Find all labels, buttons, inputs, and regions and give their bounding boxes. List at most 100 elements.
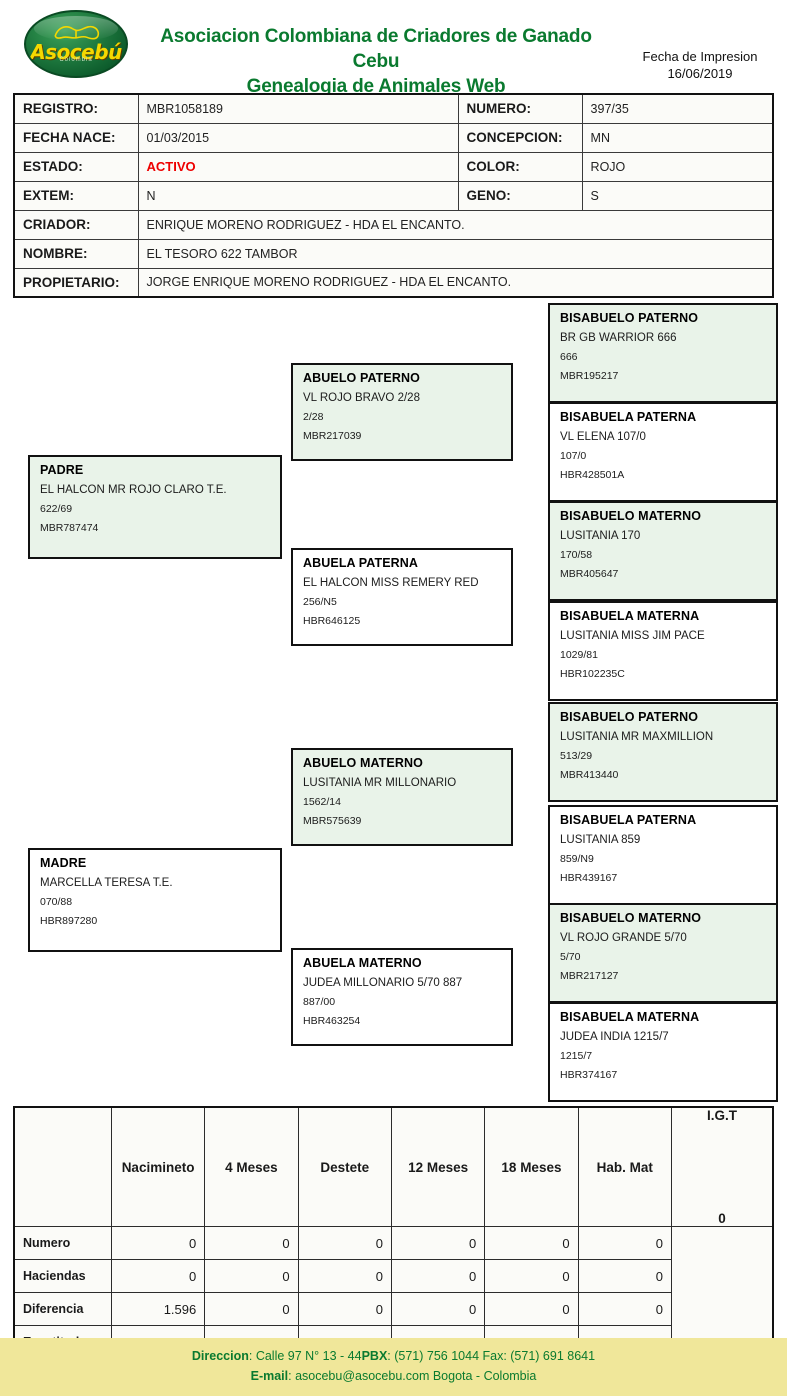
pedigree-registry: MBR405647 — [560, 568, 619, 580]
table-row: Diferencia 1.596 0 0 0 0 0 — [13, 1292, 773, 1326]
pedigree-title: BISABUELO MATERNO — [560, 911, 702, 925]
pedigree-registry: HBR102235C — [560, 668, 625, 680]
fecha-nace-value: 01/03/2015 — [137, 122, 459, 153]
title-line-2: Genealogia de Animales Web — [246, 76, 506, 97]
stats-cell: 0 — [390, 1259, 486, 1293]
pedigree-name: MARCELLA TERESA T.E. — [40, 877, 173, 889]
pedigree-registry: HBR428501A — [560, 469, 625, 481]
pedigree-registry: HBR646125 — [303, 615, 361, 627]
pedigree-name: EL HALCON MR ROJO CLARO T.E. — [40, 484, 227, 496]
concepcion-label: CONCEPCION: — [457, 122, 583, 153]
pedigree-box-bisabuelo-2: BISABUELA PATERNA VL ELENA 107/0 107/0 H… — [548, 402, 778, 502]
table-row: ESTADO: ACTIVO COLOR: ROJO — [13, 151, 774, 182]
stats-cell: 0 — [297, 1259, 392, 1293]
pedigree-registry: MBR575639 — [303, 815, 362, 827]
pedigree-registry: MBR217039 — [303, 430, 362, 442]
pedigree-number: 666 — [560, 351, 578, 363]
criador-value: ENRIQUE MORENO RODRIGUEZ - HDA EL ENCANT… — [137, 209, 774, 240]
pedigree-box-bisabuelo-3: BISABUELO MATERNO LUSITANIA 170 170/58 M… — [548, 501, 778, 601]
stats-cell: 0 — [110, 1226, 206, 1260]
registro-label: REGISTRO: — [13, 93, 139, 124]
numero-label: NUMERO: — [457, 93, 583, 124]
pedigree-number: 859/N9 — [560, 853, 594, 865]
stats-col-0 — [13, 1106, 112, 1227]
pedigree-title: BISABUELO MATERNO — [560, 509, 702, 523]
pedigree-title: MADRE — [40, 856, 87, 870]
igt-value: 0 — [718, 1211, 726, 1226]
pedigree-name: JUDEA INDIA 1215/7 — [560, 1031, 669, 1043]
pedigree-title: BISABUELA PATERNA — [560, 410, 697, 424]
stats-col-nacimiento: Nacimineto — [110, 1106, 206, 1227]
stats-row-label: Numero — [13, 1226, 112, 1260]
pedigree-box-bisabuelo-6: BISABUELA PATERNA LUSITANIA 859 859/N9 H… — [548, 805, 778, 905]
pedigree-name: LUSITANIA MR MILLONARIO — [303, 777, 457, 789]
propietario-value: JORGE ENRIQUE MORENO RODRIGUEZ - HDA EL … — [137, 267, 774, 298]
table-row: Haciendas 0 0 0 0 0 0 — [13, 1259, 773, 1293]
table-header-row: Nacimineto 4 Meses Destete 12 Meses 18 M… — [13, 1106, 774, 1227]
table-row: REGISTRO: MBR1058189 NUMERO: 397/35 — [13, 93, 774, 124]
stats-cell: 0 — [577, 1259, 672, 1293]
page-footer: Direccion: Calle 97 N° 13 - 44PBX: (571)… — [0, 1338, 787, 1396]
nombre-label: NOMBRE: — [13, 238, 139, 269]
page-header: Asocebú Colombia Asociacion Colombiana d… — [0, 0, 787, 97]
pedigree-registry: HBR463254 — [303, 1015, 361, 1027]
stats-col-12meses: 12 Meses — [390, 1106, 486, 1227]
pedigree-number: 107/0 — [560, 450, 587, 462]
pedigree-box-padre: PADRE EL HALCON MR ROJO CLARO T.E. 622/6… — [28, 455, 282, 559]
pedigree-number: 887/00 — [303, 996, 336, 1008]
stats-cell: 0 — [110, 1259, 206, 1293]
pedigree-box-bisabuelo-7: BISABUELO MATERNO VL ROJO GRANDE 5/70 5/… — [548, 903, 778, 1003]
stats-cell: 0 — [204, 1259, 299, 1293]
fecha-nace-label: FECHA NACE: — [13, 122, 139, 153]
stats-cell: 0 — [577, 1292, 672, 1326]
pedigree-name: JUDEA MILLONARIO 5/70 887 — [303, 977, 463, 989]
pedigree-name: VL ROJO BRAVO 2/28 — [303, 392, 420, 404]
table-row: FECHA NACE: 01/03/2015 CONCEPCION: MN — [13, 122, 774, 153]
criador-label: CRIADOR: — [13, 209, 139, 240]
print-date-label: Fecha de Impresion — [642, 49, 758, 64]
pedigree-title: BISABUELA MATERNA — [560, 609, 700, 623]
stats-cell: 0 — [484, 1292, 579, 1326]
stats-row-label: Diferencia — [13, 1292, 112, 1326]
stats-col-destete: Destete — [297, 1106, 392, 1227]
geno-label: GENO: — [457, 180, 583, 211]
stats-cell: 0 — [484, 1259, 579, 1293]
stats-row-label: Haciendas — [13, 1259, 112, 1293]
pedigree-name: LUSITANIA MR MAXMILLION — [560, 731, 714, 743]
stats-col-4meses: 4 Meses — [204, 1106, 299, 1227]
pedigree-registry: MBR217127 — [560, 970, 619, 982]
logo-subtext: Colombia — [59, 56, 93, 63]
color-value: ROJO — [581, 151, 774, 182]
pedigree-title: ABUELO PATERNO — [303, 371, 420, 385]
pedigree-box-bisabuelo-8: BISABUELA MATERNA JUDEA INDIA 1215/7 121… — [548, 1002, 778, 1102]
pedigree-number: 1562/14 — [303, 796, 341, 808]
stats-cell: 0 — [390, 1226, 486, 1260]
pedigree-number: 256/N5 — [303, 596, 337, 608]
table-row: EXTEM: N GENO: S — [13, 180, 774, 211]
estado-label: ESTADO: — [13, 151, 139, 182]
color-label: COLOR: — [457, 151, 583, 182]
stats-cell: 0 — [577, 1226, 672, 1260]
stats-cell: 0 — [297, 1226, 392, 1260]
stats-col-18meses: 18 Meses — [484, 1106, 579, 1227]
pedigree-name: LUSITANIA 859 — [560, 834, 641, 846]
pedigree-number: 622/69 — [40, 503, 73, 515]
stats-cell: 0 — [297, 1292, 392, 1326]
pedigree-name: LUSITANIA 170 — [560, 530, 641, 542]
extem-value: N — [137, 180, 459, 211]
table-row: NOMBRE: EL TESORO 622 TAMBOR — [13, 238, 774, 269]
stats-cell: 0 — [204, 1226, 299, 1260]
asocebu-logo: Asocebú Colombia — [24, 10, 128, 78]
pedigree-name: EL HALCON MISS REMERY RED — [303, 577, 479, 589]
colombia-map-icon — [54, 25, 100, 40]
logo-wordmark: Asocebú — [30, 40, 122, 65]
pedigree-title: BISABUELA MATERNA — [560, 1010, 700, 1024]
pedigree-box-abuela-materno: ABUELA MATERNO JUDEA MILLONARIO 5/70 887… — [291, 948, 513, 1046]
pedigree-box-bisabuelo-4: BISABUELA MATERNA LUSITANIA MISS JIM PAC… — [548, 601, 778, 701]
pedigree-title: ABUELA MATERNO — [303, 956, 422, 970]
pedigree-registry: HBR897280 — [40, 915, 98, 927]
print-date-value: 16/06/2019 — [667, 66, 733, 81]
pedigree-registry: HBR439167 — [560, 872, 618, 884]
footer-pbx-label: PBX — [361, 1349, 388, 1363]
table-row: PROPIETARIO: JORGE ENRIQUE MORENO RODRIG… — [13, 267, 774, 298]
